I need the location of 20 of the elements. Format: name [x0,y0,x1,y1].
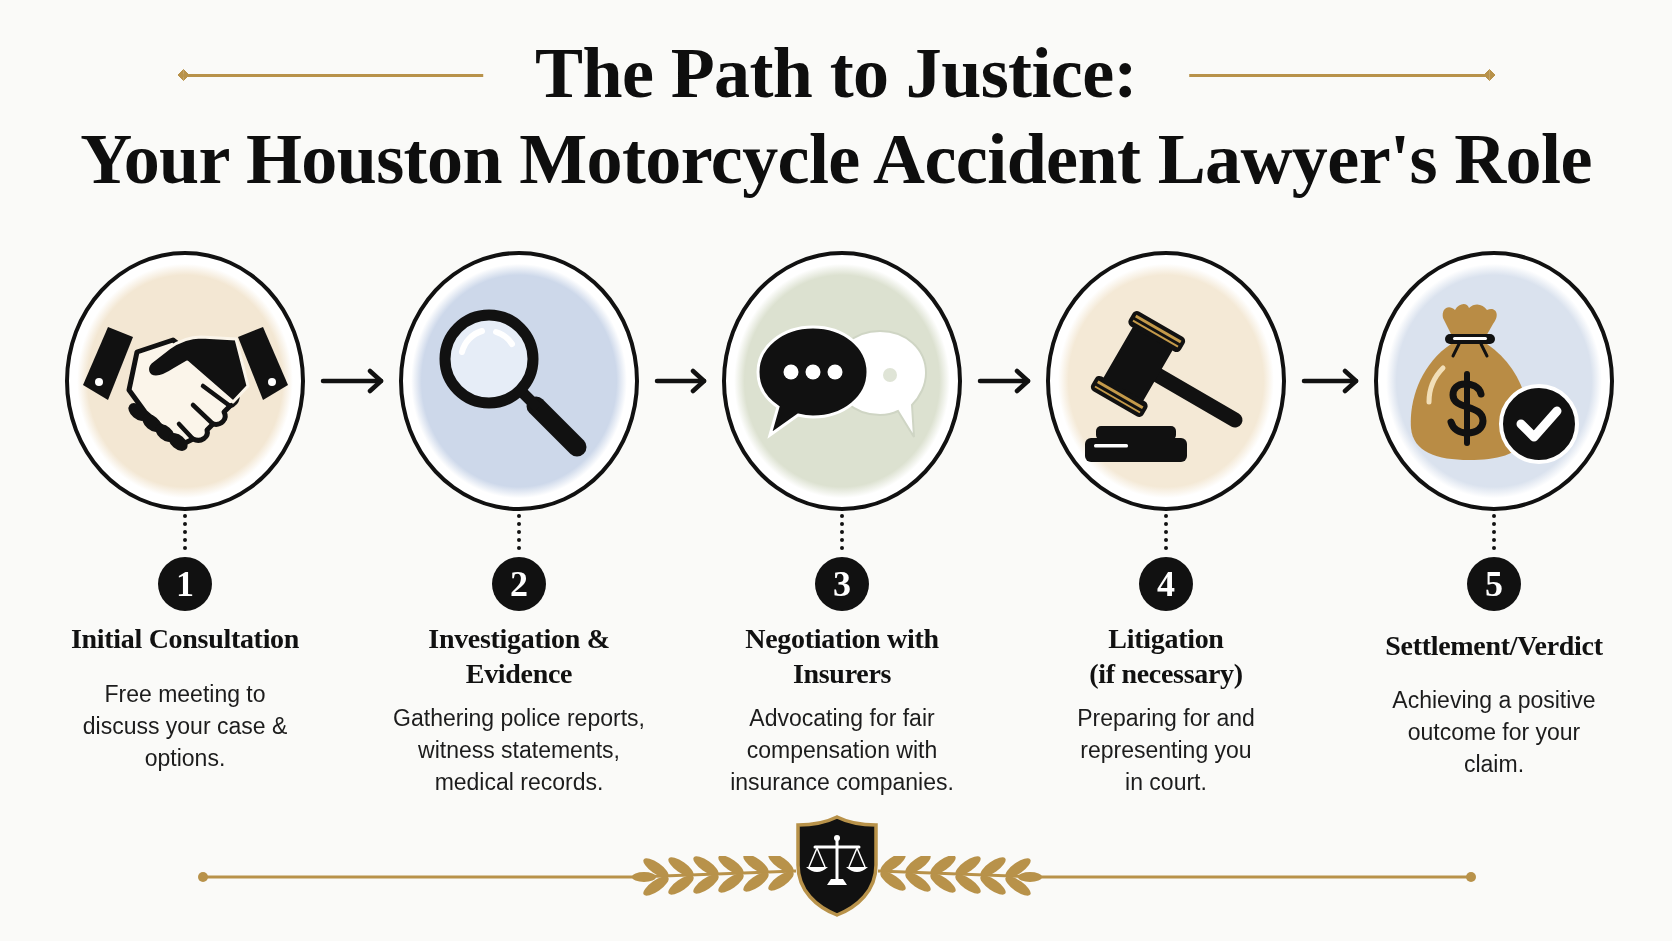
arrow [654,368,707,394]
arrow [320,368,384,394]
arrow [977,368,1031,394]
step-description: Advocating for fair compensation with insurance companies. [729,704,955,797]
step-description: Gathering police reports, witness statements, medical records. [392,704,646,797]
step-title: Investigation & Evidence [428,622,610,691]
step-number: 5 [1467,557,1521,611]
step-description: Free meeting to discuss your case & options. [81,680,289,773]
step-description: Preparing for and representing you in court. [1076,704,1256,797]
step-number: 2 [492,557,546,611]
step-number: 4 [1139,557,1193,611]
step-description: Achieving a positive outcome for your claim. [1391,686,1597,779]
arrow [1301,368,1359,394]
title: The Path to Justice: Your Houston Motorcycle Accident Lawyer's Role [80,30,1592,202]
step-title: Initial Consultation [70,622,300,656]
step-number: 3 [815,557,869,611]
step-title: Litigation (if necessary) [1089,622,1243,691]
step-number: 1 [158,557,212,611]
step-title: Negotiation with Insurers [745,622,939,691]
step-title: Settlement/Verdict [1385,629,1603,663]
